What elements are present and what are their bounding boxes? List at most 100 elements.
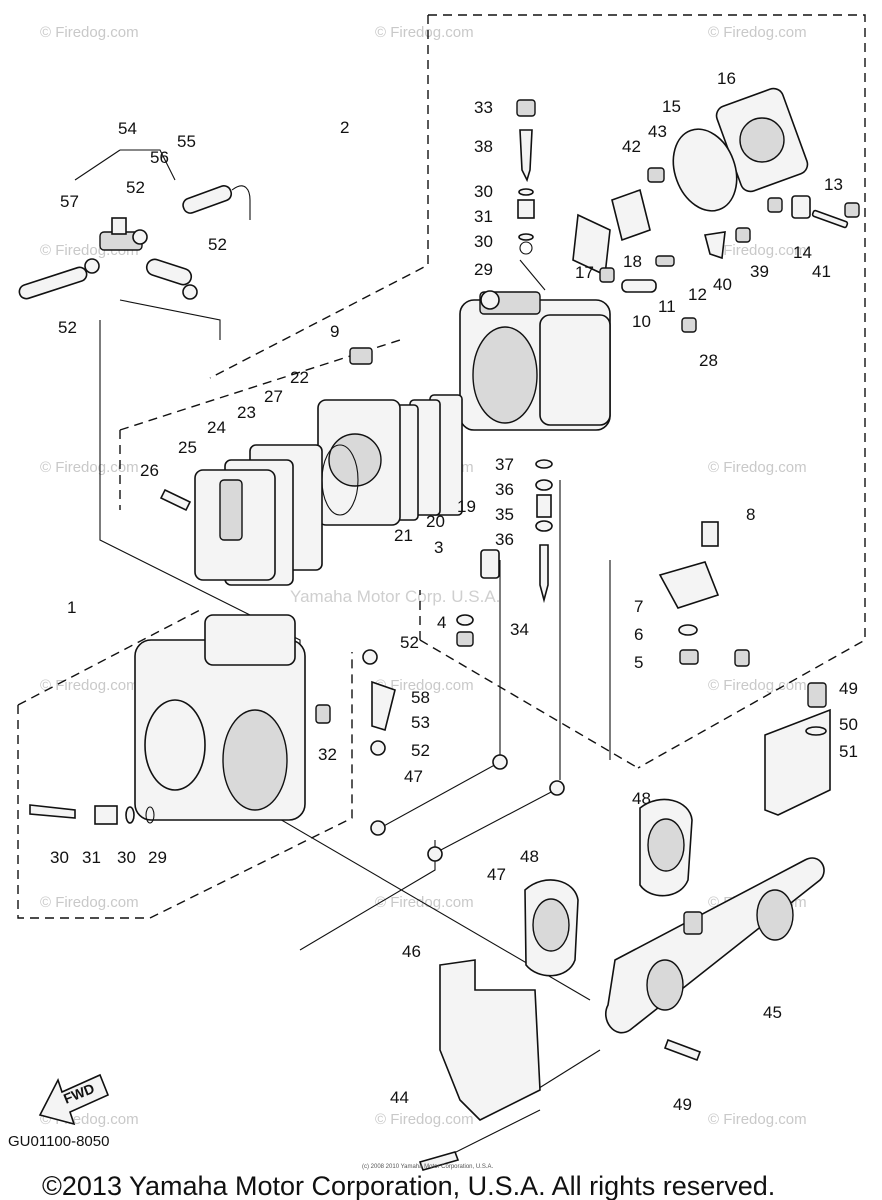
callout: 2 xyxy=(340,118,349,137)
callout: 18 xyxy=(623,252,642,271)
callout: 53 xyxy=(411,713,430,732)
callout: 51 xyxy=(839,742,858,761)
washer-30 xyxy=(125,806,135,824)
callout: 20 xyxy=(426,512,445,531)
leader-line xyxy=(74,149,176,181)
hose-55 xyxy=(182,185,233,214)
rod-end xyxy=(427,846,443,862)
carburetor-lower xyxy=(29,614,396,825)
spring-3 xyxy=(480,549,500,579)
pump-cover-parts xyxy=(349,87,860,667)
needle-parts xyxy=(456,99,553,647)
assembly-2-boundary xyxy=(428,14,866,769)
screw xyxy=(734,649,750,667)
spring-35 xyxy=(536,494,552,518)
callout: 9 xyxy=(330,322,339,341)
callout: 6 xyxy=(634,625,643,644)
washer-30 xyxy=(518,233,534,241)
callout: 36 xyxy=(495,480,514,499)
screw-28 xyxy=(681,317,697,333)
screw-head xyxy=(480,290,500,310)
washer-50 xyxy=(805,726,827,736)
callout: 16 xyxy=(717,69,736,88)
callout: 13 xyxy=(824,175,843,194)
callout: 7 xyxy=(634,597,643,616)
callout: 34 xyxy=(510,620,529,639)
bracket-51 xyxy=(764,708,831,816)
nut-5 xyxy=(679,649,699,665)
rod-end xyxy=(492,754,508,770)
rod-47 xyxy=(379,761,501,829)
callout: 35 xyxy=(495,505,514,524)
o-ring-29 xyxy=(519,241,533,255)
callout: 50 xyxy=(839,715,858,734)
callout: 43 xyxy=(648,122,667,141)
fitting-13 xyxy=(791,195,811,219)
callout: 48 xyxy=(520,847,539,866)
callout: 58 xyxy=(411,688,430,707)
bolt-49 xyxy=(663,1038,702,1062)
callout: 32 xyxy=(318,745,337,764)
callout: 25 xyxy=(178,438,197,457)
watermark: © Firedog.com xyxy=(708,1111,807,1128)
callout: 30 xyxy=(474,232,493,251)
clip-12 xyxy=(655,255,675,267)
washer-36 xyxy=(535,479,553,491)
diaphragm-15 xyxy=(672,128,738,212)
needle-38 xyxy=(519,129,533,183)
callout: 37 xyxy=(495,455,514,474)
manifold-port xyxy=(756,889,794,941)
nut-4 xyxy=(456,631,474,647)
callout: 30 xyxy=(474,182,493,201)
carburetor-upper xyxy=(459,290,611,431)
manifold-port xyxy=(646,959,684,1011)
callout: 12 xyxy=(688,285,707,304)
callout: 23 xyxy=(237,403,256,422)
callout: 52 xyxy=(400,633,419,652)
watermark: © Firedog.com xyxy=(375,894,474,911)
callout: 30 xyxy=(50,848,69,867)
fitting-18 xyxy=(599,267,615,283)
callout: 47 xyxy=(404,767,423,786)
callout: 56 xyxy=(150,148,169,167)
callout: 14 xyxy=(793,243,812,262)
pump-cover-boss xyxy=(219,479,243,541)
watermark: © Firedog.com xyxy=(375,24,474,41)
callout: 31 xyxy=(82,848,101,867)
throttle-bore xyxy=(472,326,538,424)
rod-47 xyxy=(436,789,556,853)
lever-40 xyxy=(703,231,726,260)
spring-31 xyxy=(517,199,535,219)
callout: 26 xyxy=(140,461,159,480)
clamp-52 xyxy=(132,229,148,245)
diagram-code: GU01100-8050 xyxy=(8,1133,109,1150)
callout: 29 xyxy=(474,260,493,279)
callout: 46 xyxy=(402,942,421,961)
watermark: © Firedog.com xyxy=(708,242,807,259)
float-chamber xyxy=(144,699,206,791)
fuel-joint-top xyxy=(111,217,127,235)
watermark: © Firedog.com xyxy=(40,894,139,911)
callout: 48 xyxy=(632,789,651,808)
screw-32 xyxy=(315,704,331,724)
fitting-11 xyxy=(621,279,657,293)
clamp-52 xyxy=(84,258,100,274)
intake-manifold-parts xyxy=(418,682,831,1171)
o-ring-37 xyxy=(535,459,553,469)
bracket-7 xyxy=(658,561,720,609)
callout: 8 xyxy=(746,505,755,524)
watermark: © Firedog.com xyxy=(40,677,139,694)
hose-57 xyxy=(18,266,88,300)
callout: 21 xyxy=(394,526,413,545)
leader-line xyxy=(439,1109,541,1161)
callout: 30 xyxy=(117,848,136,867)
callout: 39 xyxy=(750,262,769,281)
clamp-52 xyxy=(182,284,198,300)
callout: 22 xyxy=(290,368,309,387)
leader-line xyxy=(519,259,546,291)
callout: 57 xyxy=(60,192,79,211)
callout: 4 xyxy=(437,613,446,632)
screw-26 xyxy=(159,488,192,512)
callout: 54 xyxy=(118,119,137,138)
